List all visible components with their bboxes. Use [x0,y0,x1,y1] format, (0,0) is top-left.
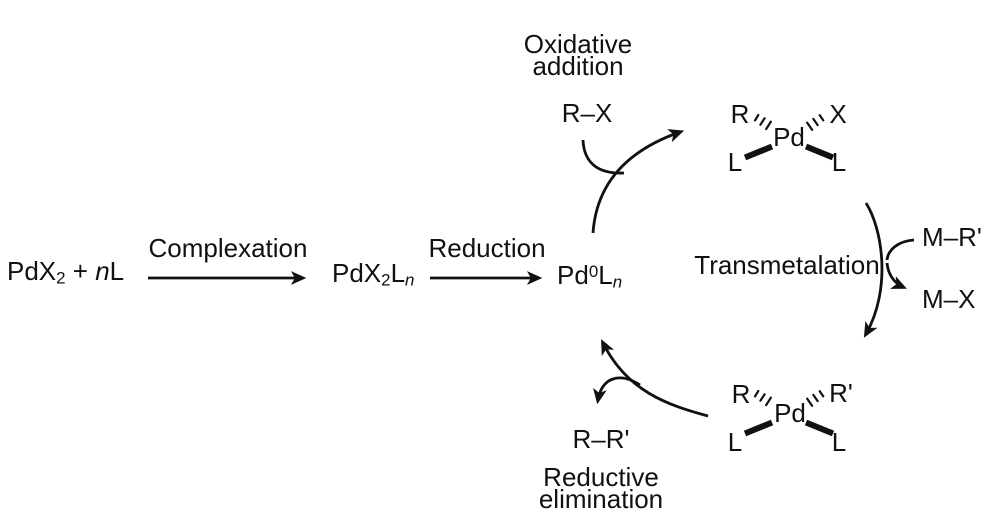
atom-label-l: L [727,147,743,177]
wedge-bond [743,143,774,161]
formula-fragment: PdX [7,256,57,286]
wedge-bond [743,419,774,437]
hashed-bond [805,114,825,131]
formula-fragment: L [390,258,406,288]
formula-fragment: + [65,256,96,286]
intermediate-formula: PdX2Ln [332,260,414,290]
atom-label-r: R [731,379,751,409]
atom-label-l: L [831,427,847,457]
reduction-label: Reduction [428,233,546,263]
formula-italic-n: n [612,272,623,292]
rx-feed-curve [581,139,625,175]
formula-superscript: 0 [588,261,599,281]
label-line: addition [532,51,624,81]
oxidative-addition-arc [591,129,685,234]
pd-complex-bottom-bonds [743,389,835,437]
label-line: elimination [538,484,664,514]
hashed-bond [753,389,773,407]
hashed-bond [753,113,773,131]
reductive-elimination-arc [601,339,709,418]
mr-feed-curve [885,238,915,261]
rr-product: R–R' [572,424,630,454]
catalyst-formula: Pd0Ln [557,262,622,292]
label-line: Reductive [543,462,659,492]
atom-label-pd: Pd [773,122,805,152]
hashed-bond [805,390,825,407]
wedge-bond [804,143,835,161]
reactant-formula: PdX2 + nL [7,258,124,288]
transmetalation-arc [863,202,884,338]
rx-reagent: R–X [561,98,613,128]
formula-subscript: n [405,271,414,290]
formula-subscript: n [613,273,622,292]
pd-complex-top-bonds [743,113,835,161]
formula-subscript: 2 [56,268,66,288]
atom-label-r-prime: R' [829,378,853,408]
formula-fragment: L [109,256,125,286]
label-line: Oxidative [523,29,633,59]
reductive-elimination-label: Reductive elimination [538,462,664,514]
formula-fragment: Pd [557,260,589,290]
atom-label-r: R [730,99,750,129]
atom-label-l: L [727,427,743,457]
formula-italic-n: n [95,256,110,286]
formula-fragment: L [598,260,613,290]
formula-fragment: PdX [332,258,382,288]
atom-label-x: X [829,99,847,129]
rr-out-arrow [593,376,641,405]
formula-italic-n: n [405,270,415,290]
atom-label-l: L [831,147,847,177]
formula-subscript: 2 [381,270,391,290]
atom-label-pd: Pd [774,398,806,428]
transmetalation-label: Transmetalation [694,250,880,280]
wedge-bond [804,419,835,437]
oxidative-addition-label: Oxidative addition [523,29,633,81]
complexation-label: Complexation [148,233,308,263]
mx-byproduct: M–X [922,284,976,314]
mr-reagent: M–R' [922,222,982,252]
mx-out-arrow [885,262,907,289]
